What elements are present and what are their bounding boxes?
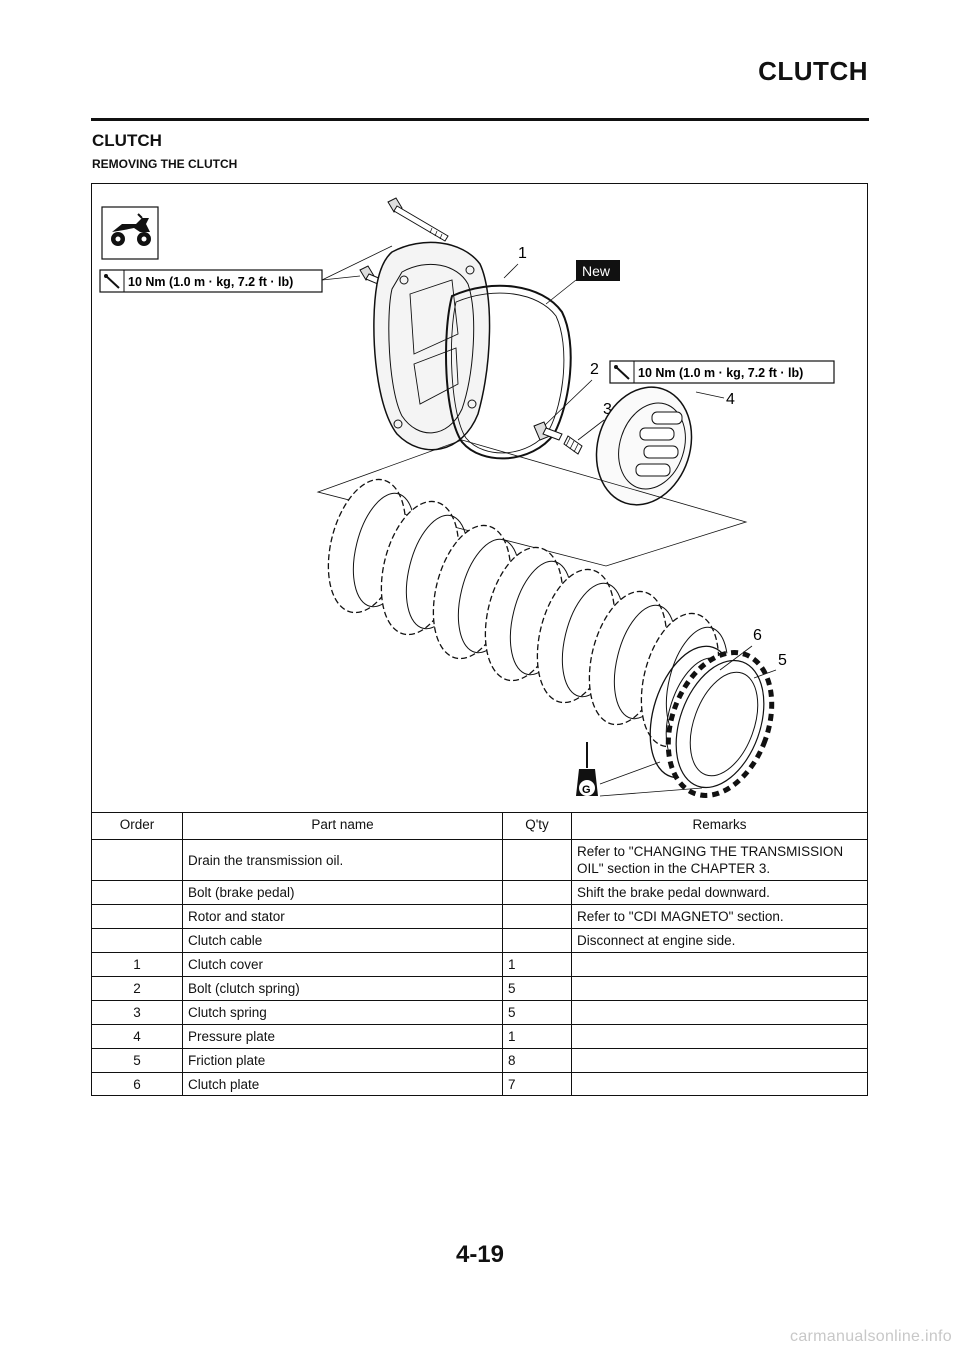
section-subtitle: REMOVING THE CLUTCH <box>92 157 238 171</box>
grease-icon: G <box>576 742 598 796</box>
diagram-table-frame: 10 Nm (1.0 m · kg, 7.2 ft · lb) <box>91 183 868 1096</box>
new-badge: New <box>576 260 620 281</box>
torque-wrench-icon <box>614 365 630 380</box>
callout-1: 1 <box>518 245 527 262</box>
torque-wrench-icon <box>104 274 120 289</box>
table-row: 3 Clutch spring 5 <box>92 1000 867 1025</box>
table-row: 2 Bolt (clutch spring) 5 <box>92 976 867 1001</box>
long-bolt <box>387 197 449 242</box>
callout-4: 4 <box>726 391 735 408</box>
table-row: Clutch cable Disconnect at engine side. <box>92 928 867 953</box>
callout-6: 6 <box>753 627 762 644</box>
svg-text:New: New <box>582 263 611 279</box>
torque-text-2: 10 Nm (1.0 m · kg, 7.2 ft · lb) <box>638 366 803 380</box>
table-row: 6 Clutch plate 7 <box>92 1072 867 1096</box>
spring-bolt <box>533 421 563 441</box>
exploded-diagram: 10 Nm (1.0 m · kg, 7.2 ft · lb) <box>99 197 835 798</box>
friction-plate-5 <box>665 650 775 798</box>
clutch-spring <box>563 435 583 455</box>
header-title: CLUTCH <box>758 56 868 86</box>
pressure-plate <box>595 386 693 506</box>
col-part-name: Part name <box>182 812 503 840</box>
callout-5: 5 <box>778 652 787 669</box>
col-qty: Q'ty <box>502 812 572 840</box>
clutch-cover <box>373 241 491 451</box>
torque-text-1: 10 Nm (1.0 m · kg, 7.2 ft · lb) <box>128 275 293 289</box>
table-row: 1 Clutch cover 1 <box>92 952 867 977</box>
section-title: CLUTCH <box>92 131 162 150</box>
callout-2: 2 <box>590 361 599 378</box>
watermark: carmanualsonline.info <box>790 1328 952 1345</box>
motorcycle-icon <box>101 206 159 260</box>
torque-label-1: 10 Nm (1.0 m · kg, 7.2 ft · lb) <box>99 269 323 293</box>
table-row: Bolt (brake pedal) Shift the brake pedal… <box>92 880 867 905</box>
col-order: Order <box>92 812 183 840</box>
table-row: Drain the transmission oil. Refer to "CH… <box>92 839 867 881</box>
torque-label-2: 10 Nm (1.0 m · kg, 7.2 ft · lb) <box>609 360 835 384</box>
table-row: 5 Friction plate 8 <box>92 1048 867 1073</box>
callout-3: 3 <box>603 401 612 418</box>
col-remarks: Remarks <box>571 812 867 840</box>
parts-table: Order Part name Q'ty Remarks Drain the t… <box>92 812 867 1096</box>
page-number: 4-19 <box>455 1241 505 1268</box>
table-row: Rotor and stator Refer to "CDI MAGNETO" … <box>92 904 867 929</box>
header-rule <box>91 118 869 121</box>
svg-text:G: G <box>582 784 591 796</box>
table-row: 4 Pressure plate 1 <box>92 1024 867 1049</box>
